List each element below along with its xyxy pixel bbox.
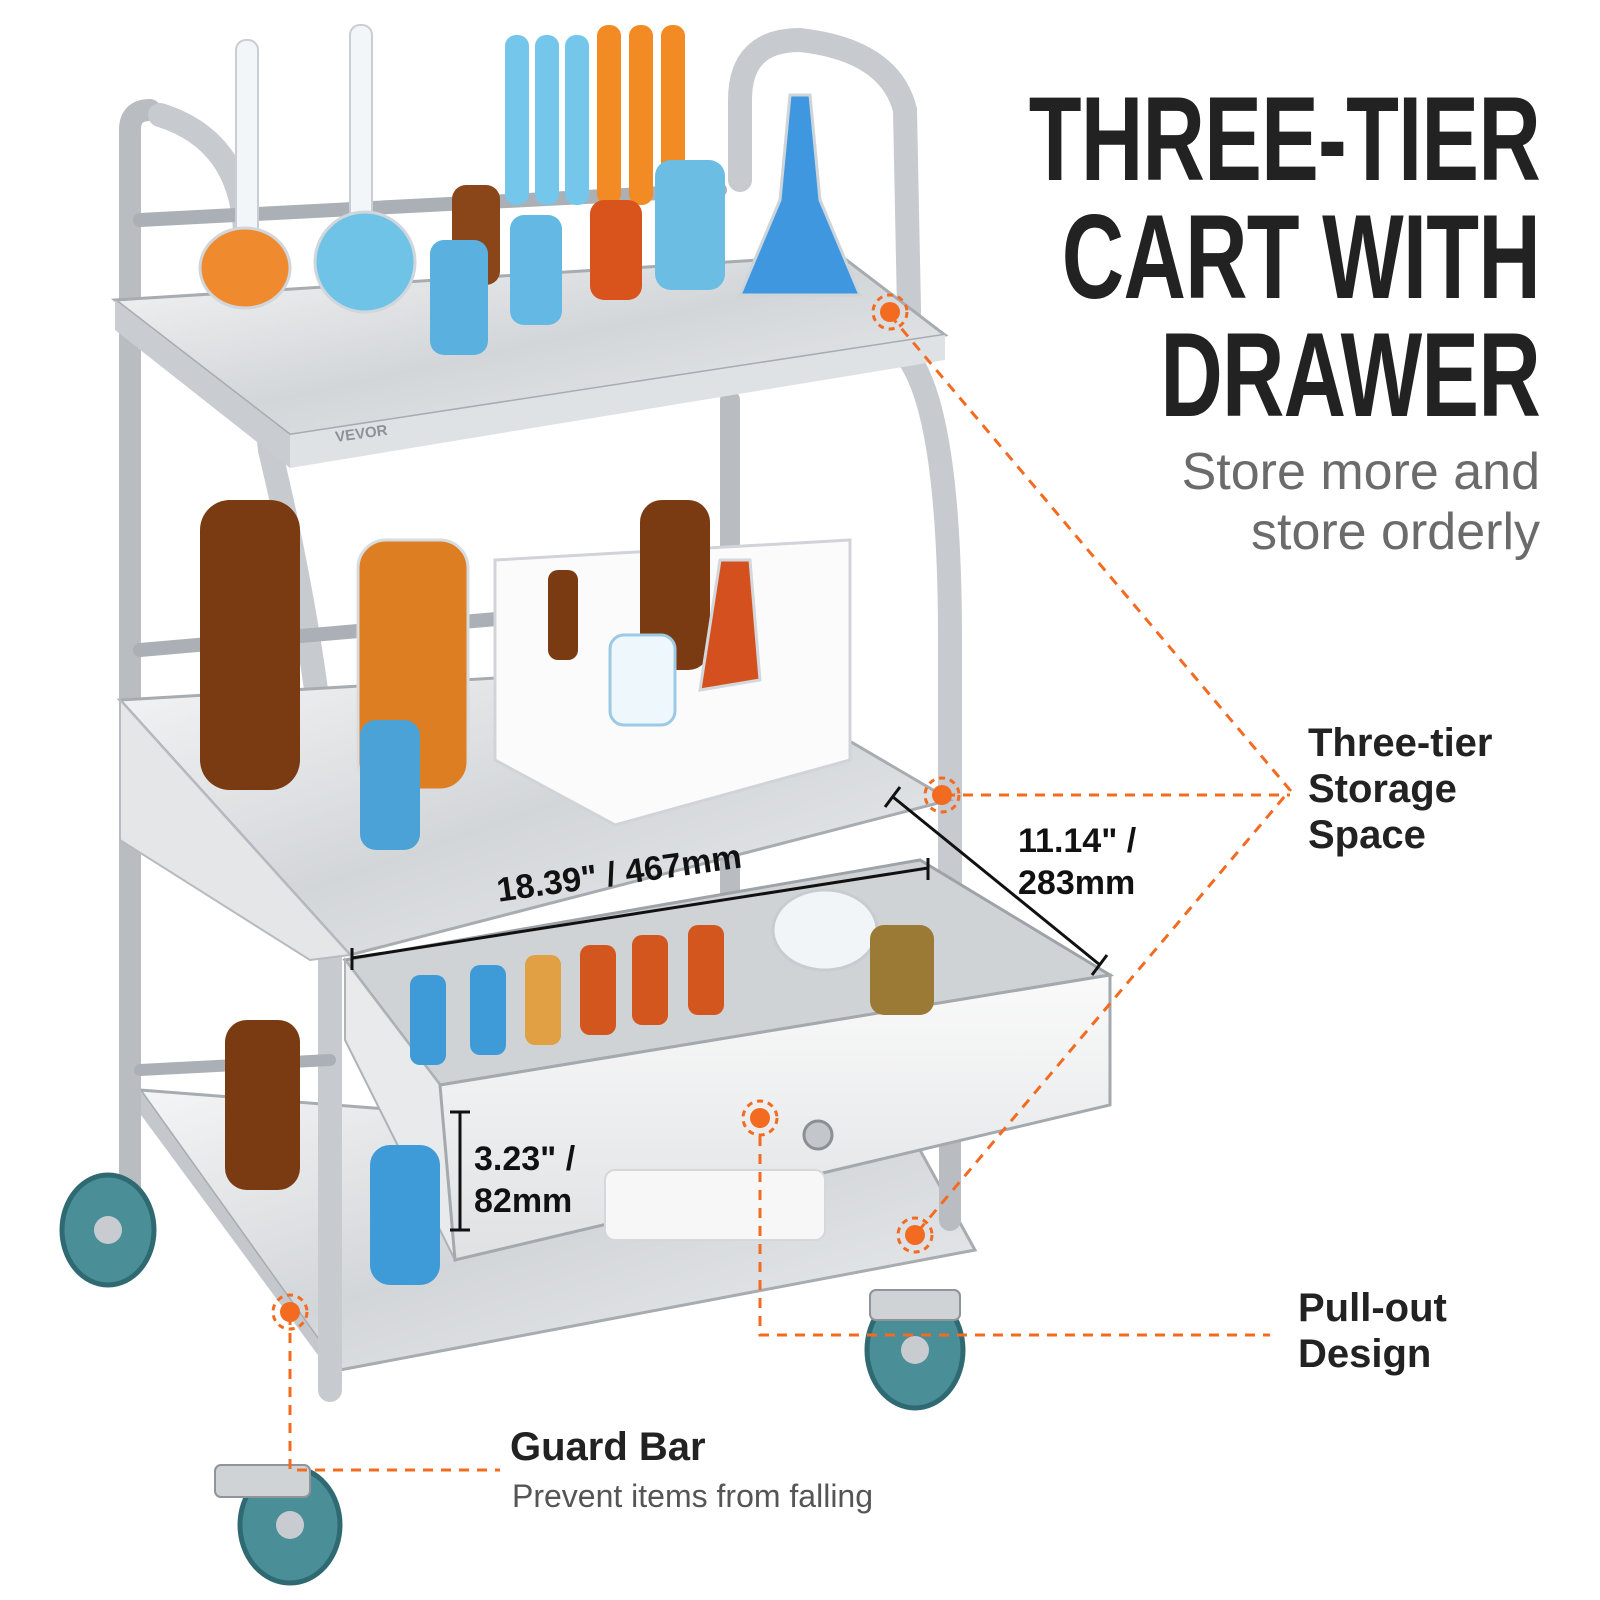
callout-line: Design: [1298, 1332, 1432, 1376]
headline: THREE-TIER CART WITH DRAWER: [1028, 72, 1541, 442]
dimension-lines: [350, 786, 1109, 1232]
callout-line: Storage: [1308, 767, 1457, 811]
callout-markers: [271, 293, 961, 1331]
callout-line: Space: [1308, 813, 1426, 857]
subheadline: Store more and store orderly: [1182, 442, 1540, 562]
subheadline-line: store orderly: [1251, 503, 1540, 561]
dimension-height-line: 82mm: [474, 1182, 573, 1220]
callout-line: Three-tier: [1308, 721, 1493, 765]
dimension-depth-line: 11.14" /: [1018, 822, 1137, 860]
drawer-knob[interactable]: [802, 1119, 834, 1151]
dimension-depth-line: 283mm: [1018, 864, 1136, 902]
headline-line: CART WITH: [1061, 190, 1541, 324]
glassware: [198, 24, 934, 1285]
casters: [59, 1172, 966, 1586]
headline-line: THREE-TIER: [1028, 72, 1541, 206]
callout-three-tier: Three-tier Storage Space: [1308, 720, 1493, 858]
callout-pull-out: Pull-out Design: [1298, 1285, 1447, 1377]
dimension-depth-label: 11.14" / 283mm: [1018, 820, 1136, 904]
callout-leaders: [288, 314, 1292, 1472]
callout-line: Pull-out: [1298, 1286, 1447, 1330]
subheadline-line: Store more and: [1181, 443, 1540, 501]
dimension-drawer-height-label: 3.23" / 82mm: [474, 1138, 575, 1222]
headline-line: DRAWER: [1160, 308, 1540, 442]
callout-guard-bar-title: Guard Bar: [510, 1425, 706, 1469]
callout-guard-bar-description: Prevent items from falling: [512, 1478, 874, 1514]
top-shelf: VEVOR: [110, 253, 949, 468]
dimension-height-line: 3.23" /: [474, 1140, 576, 1178]
